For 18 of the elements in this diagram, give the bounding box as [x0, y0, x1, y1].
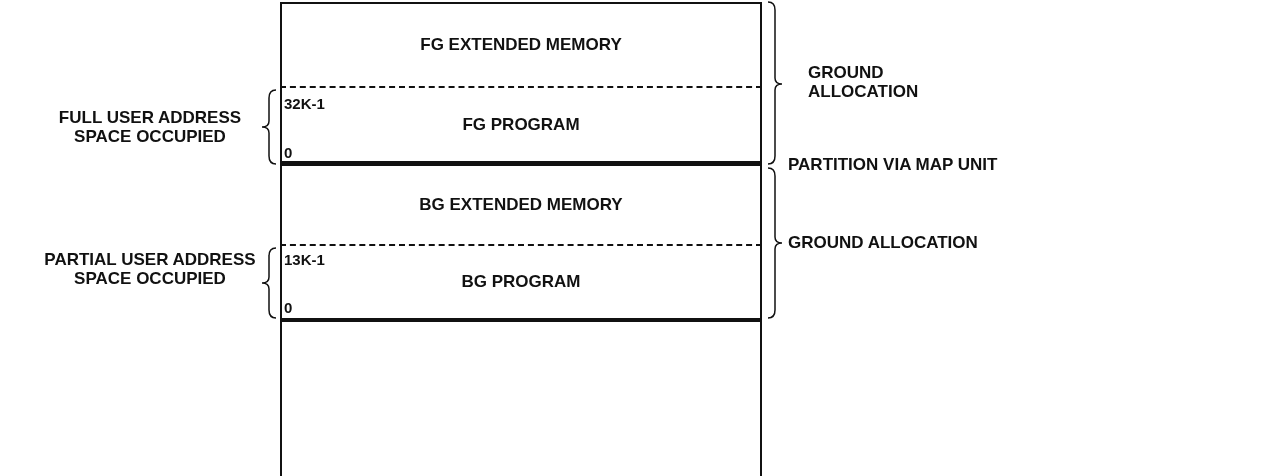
memory-region — [280, 88, 762, 166]
memory-region — [280, 246, 762, 320]
memory-region — [280, 320, 762, 476]
memory-region — [280, 2, 762, 88]
region-label: FG PROGRAM — [462, 114, 580, 135]
brace-note: GROUND ALLOCATION — [788, 233, 979, 252]
brace-note: PARTIAL USER ADDRESS SPACE OCCUPIED — [43, 250, 257, 288]
region-label: BG PROGRAM — [461, 272, 581, 292]
brace-note: PARTITION VIA MAP UNIT — [788, 155, 999, 174]
memory-region — [280, 166, 762, 246]
address-mark: 0 — [284, 143, 293, 162]
region-label: FG EXTENDED MEMORY — [420, 35, 622, 55]
region-label: BG EXTENDED MEMORY — [419, 195, 623, 215]
address-mark: 32K-1 — [284, 94, 325, 113]
brace-note: GROUND ALLOCATION — [808, 63, 920, 101]
address-mark: 13K-1 — [284, 250, 325, 269]
brace-note: FULL USER ADDRESS SPACE OCCUPIED — [57, 108, 243, 146]
address-mark: 0 — [284, 298, 293, 317]
